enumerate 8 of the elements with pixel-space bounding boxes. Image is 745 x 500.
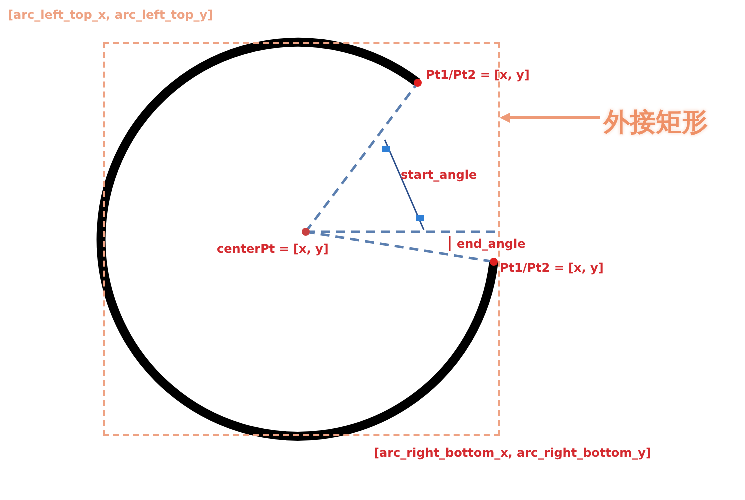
corner-coordinate-label: [arc_right_bottom_x, arc_right_bottom_y] — [374, 446, 652, 460]
corner-coordinate-label: [arc_left_top_x, arc_left_top_y] — [8, 8, 214, 22]
arrow — [500, 113, 600, 123]
point-label: Pt1/Pt2 = [x, y] — [500, 261, 604, 275]
callout-text: 外接矩形 — [604, 106, 724, 140]
point-label: Pt1/Pt2 = [x, y] — [426, 68, 530, 82]
point-label: centerPt = [x, y] — [217, 242, 329, 256]
angle-label: start_angle — [401, 168, 478, 182]
